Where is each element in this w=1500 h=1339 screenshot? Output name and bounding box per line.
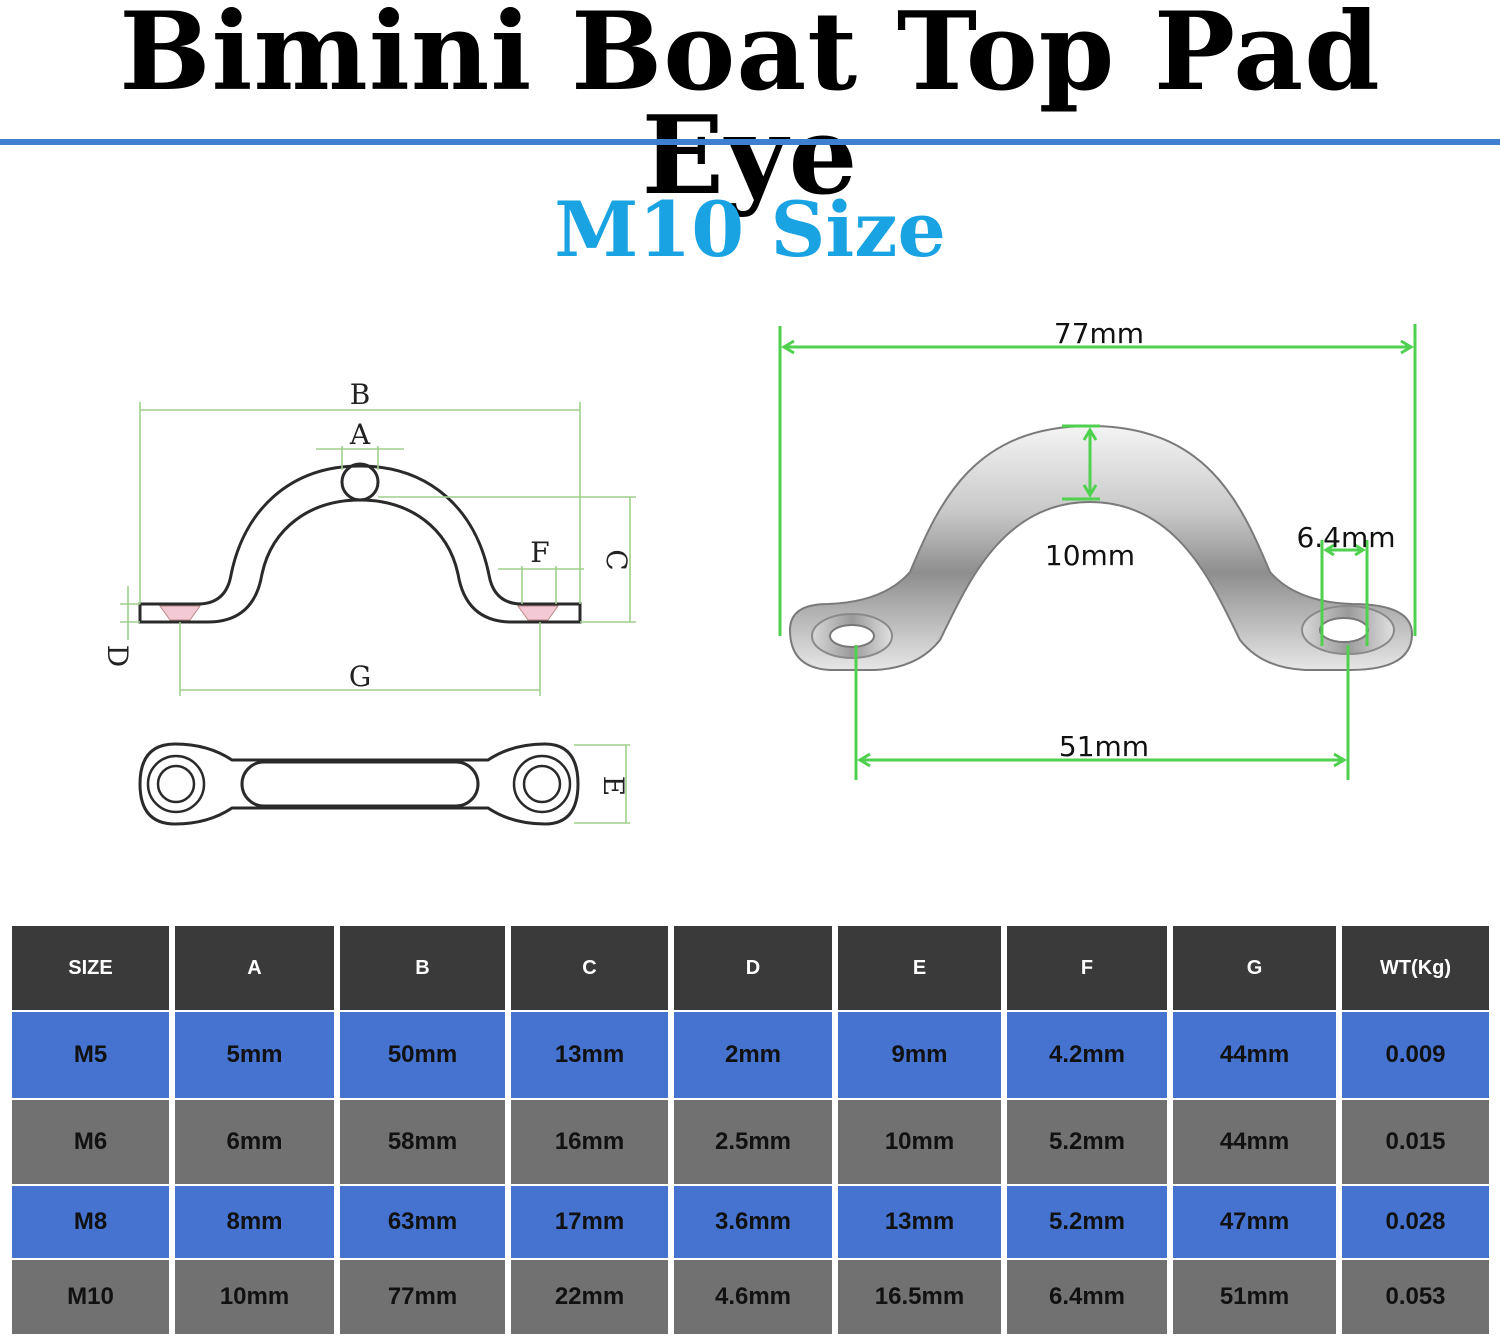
label-g: G <box>349 660 371 693</box>
schematic-dimension-lines <box>120 402 636 824</box>
table-row: M5 5mm 50mm 13mm 2mm 9mm 4.2mm 44mm 0.00… <box>12 1012 1489 1098</box>
table-cell: 6.4mm <box>1007 1260 1167 1334</box>
header-f: F <box>1007 926 1167 1010</box>
photo-dimension-lines <box>778 324 1417 780</box>
table-cell: 10mm <box>838 1100 1001 1184</box>
label-d: D <box>101 645 134 667</box>
table-cell: 9mm <box>838 1012 1001 1098</box>
table-cell: 3.6mm <box>674 1186 832 1258</box>
table-cell: M8 <box>12 1186 169 1258</box>
table-cell: 5.2mm <box>1007 1100 1167 1184</box>
page-title: Bimini Boat Top Pad Eye <box>119 0 1381 219</box>
schematic-top-view <box>138 742 580 826</box>
table-cell: 17mm <box>511 1186 668 1258</box>
table-cell: 77mm <box>340 1260 505 1334</box>
dimension-overall-length: 77mm <box>1054 317 1144 350</box>
table-cell: M10 <box>12 1260 169 1334</box>
table-cell: 13mm <box>838 1186 1001 1258</box>
table-cell: 58mm <box>340 1100 505 1184</box>
table-cell: 16mm <box>511 1100 668 1184</box>
table-cell: 51mm <box>1173 1260 1336 1334</box>
table-cell: 2mm <box>674 1012 832 1098</box>
table-cell: 0.015 <box>1342 1100 1489 1184</box>
table-cell: 2.5mm <box>674 1100 832 1184</box>
table-cell: 5mm <box>175 1012 334 1098</box>
size-spec-table: SIZE A B C D E F G WT(Kg) M5 5mm 50mm 13… <box>6 924 1495 1336</box>
header-size: SIZE <box>12 926 169 1010</box>
size-subtitle: M10 Size <box>554 185 946 274</box>
schematic-side-view <box>138 462 582 624</box>
table-cell: 0.053 <box>1342 1260 1489 1334</box>
table-cell: 0.009 <box>1342 1012 1489 1098</box>
header-b: B <box>340 926 505 1010</box>
label-e: E <box>597 776 630 796</box>
table-cell: M5 <box>12 1012 169 1098</box>
dimension-hole-spacing: 51mm <box>1059 730 1149 763</box>
table-row: M6 6mm 58mm 16mm 2.5mm 10mm 5.2mm 44mm 0… <box>12 1100 1489 1184</box>
header-d: D <box>674 926 832 1010</box>
table-cell: 50mm <box>340 1012 505 1098</box>
label-a: A <box>349 418 371 451</box>
table-row: M8 8mm 63mm 17mm 3.6mm 13mm 5.2mm 47mm 0… <box>12 1186 1489 1258</box>
table-cell: 13mm <box>511 1012 668 1098</box>
table-cell: 44mm <box>1173 1012 1336 1098</box>
label-f: F <box>530 536 549 569</box>
table-cell: 5.2mm <box>1007 1186 1167 1258</box>
table-cell: 44mm <box>1173 1100 1336 1184</box>
table-row: M10 10mm 77mm 22mm 4.6mm 16.5mm 6.4mm 51… <box>12 1260 1489 1334</box>
header-weight: WT(Kg) <box>1342 926 1489 1010</box>
table-cell: 4.6mm <box>674 1260 832 1334</box>
table-cell: 16.5mm <box>838 1260 1001 1334</box>
table-cell: 22mm <box>511 1260 668 1334</box>
table-cell: 4.2mm <box>1007 1012 1167 1098</box>
dimension-thickness: 10mm <box>1045 539 1135 572</box>
table-cell: 63mm <box>340 1186 505 1258</box>
label-b: B <box>350 378 371 411</box>
header-e: E <box>838 926 1001 1010</box>
header-g: G <box>1173 926 1336 1010</box>
product-diagrams: B A F G C D E 77mm 10 <box>101 317 1417 826</box>
header-c: C <box>511 926 668 1010</box>
pad-eye-photo <box>788 424 1414 671</box>
header-a: A <box>175 926 334 1010</box>
dimension-hole: 6.4mm <box>1296 521 1395 554</box>
table-cell: 6mm <box>175 1100 334 1184</box>
schematic-countersinks <box>159 605 559 621</box>
table-header-row: SIZE A B C D E F G WT(Kg) <box>12 926 1489 1010</box>
title-divider <box>0 139 1500 145</box>
table-cell: 10mm <box>175 1260 334 1334</box>
label-c: C <box>600 549 633 570</box>
table-cell: 0.028 <box>1342 1186 1489 1258</box>
table-cell: 8mm <box>175 1186 334 1258</box>
table-cell: M6 <box>12 1100 169 1184</box>
table-cell: 47mm <box>1173 1186 1336 1258</box>
